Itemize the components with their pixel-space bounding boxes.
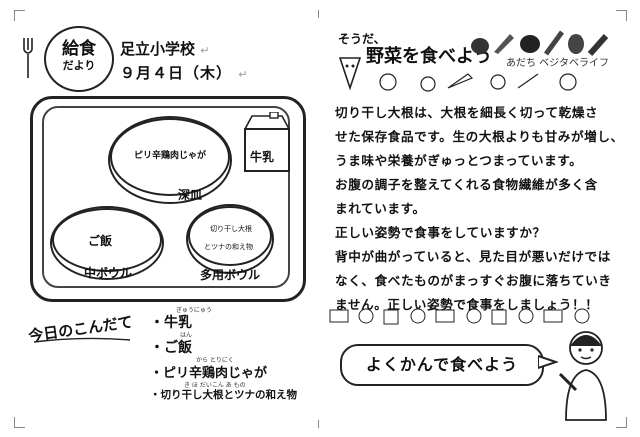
multi-bowl-label: 多用ボウル [200,268,261,282]
article-line: せた保存食品です。生の大根よりも甘みが増し、 [335,129,624,144]
article-line: ません。正しい姿勢で食事をしましょう！！ [335,297,599,312]
speech-tail [538,354,558,370]
article-line: まれています。 [335,201,426,216]
article-line: なく、食べたものがまっすぐお腹に落ちていき [335,273,612,288]
ruby: ぎゅうにゅう [176,307,212,314]
article-title: 野菜を食べよう [366,46,492,67]
ruby: き ほ だいこん あ もの [184,382,246,389]
big-bowl-rim [110,118,230,196]
article-subtitle: あだち ベジタベライフ [506,58,609,69]
banner-text: よくかんで食べよう [365,355,519,374]
crop-mark [616,10,627,21]
newsletter-logo: 給食 だより [44,26,114,92]
food-border [329,308,590,325]
article-line: うま味や栄養がぎゅっとつまっています。 [335,153,583,168]
article-line: 正しい姿勢で食事をしていますか？ [335,225,546,240]
rice-dish: ご飯 [88,234,113,248]
tray-outline [30,96,306,302]
article-line: 背中が曲がっていると、見た目が悪いだけでは [335,249,611,264]
article-line: お腹の調子を整えてくれる食物繊維が多く含 [335,177,598,192]
ruby: から とりにく [196,357,234,364]
vegetables-border [379,73,577,92]
multi-dish-line1: 切り干し大根 [210,225,252,233]
menu-date: ９月４日（木） ↵ [120,64,249,82]
menu-item: ・ピリ辛鶏肉じゃが [150,366,268,381]
crop-mark [616,417,627,428]
vegetables-illustration [471,30,609,56]
rice-bowl-rim [52,208,162,272]
ruby: はん [180,332,193,339]
milk-label: 牛乳 [250,150,275,164]
menu-item: ・切り干し大根とツナの和え物 [150,389,297,401]
big-bowl-dish: ピリ辛鶏肉じゃが [134,151,207,161]
menu-item: ・ご飯 [150,340,192,356]
title-underline [33,337,131,343]
rice-bowl-label: 中ボウル [84,266,133,280]
crop-mark [318,420,329,428]
school-name: 足立小学校 ↵ [120,40,210,58]
fork-icon [23,38,33,78]
milk-carton [244,128,290,172]
multi-dish-line2: とツナの和え物 [204,243,253,251]
article-line: 切り干し大根は、大根を細長く切って乾燥さ [335,105,599,120]
multi-bowl-rim [188,206,272,266]
crop-mark [318,10,329,18]
logo-title: 給食 [62,39,96,59]
nutritionist-character [558,331,607,421]
logo-subtitle: だより [62,59,96,72]
carrot-mascot-icon [338,57,362,91]
crop-mark [14,10,25,21]
chew-well-banner: よくかんで食べよう [340,344,544,386]
menu-item: ・牛乳 [150,315,192,331]
tray-inner [42,106,290,288]
article-kicker: そうだ、 [338,32,386,46]
big-bowl-label: 深皿 [178,188,203,202]
crop-mark [14,417,25,428]
